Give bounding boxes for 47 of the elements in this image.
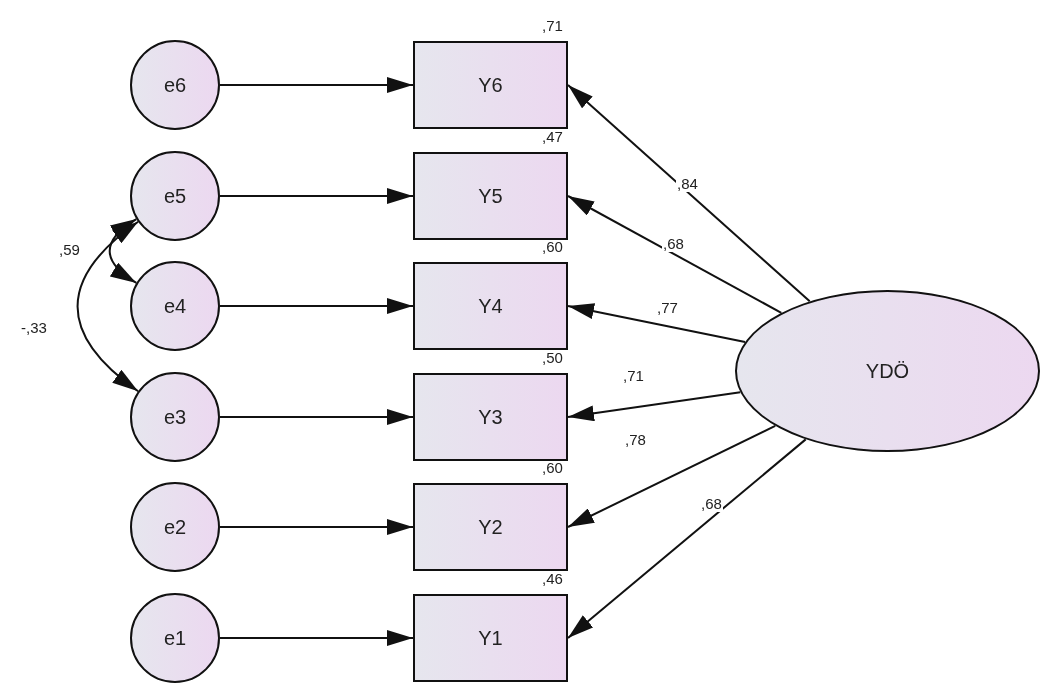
path-arrow [219,409,414,425]
variable-name: Y5 [478,184,503,208]
variable-name: e5 [163,184,187,208]
variable-name: e6 [163,73,187,97]
observed-variable-box [413,152,568,240]
edge-label: ,78 [624,432,647,448]
path-arrow [567,303,747,344]
path-arrow [567,438,807,639]
variable-name: YDÖ [865,359,910,383]
r-squared-value: ,60 [542,459,563,476]
covariance-arrow [76,220,140,393]
edge-label: ,71 [622,368,645,384]
variable-name: Y3 [478,405,503,429]
path-arrow [567,391,742,422]
edge-label: ,68 [700,496,723,512]
r-squared-value: ,71 [542,17,563,34]
variable-name: Y1 [478,626,503,650]
observed-variable-box [413,373,568,461]
variable-name: e4 [163,294,187,318]
edge-label: ,84 [676,176,699,192]
observed-variable-box [413,41,568,129]
path-arrow [567,195,783,314]
edge-label: ,77 [656,300,679,316]
path-arrow [219,298,414,314]
variable-name: e1 [163,626,187,650]
path-arrow [219,77,414,93]
r-squared-value: ,60 [542,238,563,255]
variable-name: e2 [163,515,187,539]
edge-label: ,59 [58,242,81,258]
variable-name: Y2 [478,515,503,539]
observed-variable-box [413,483,568,571]
r-squared-value: ,47 [542,128,563,145]
variable-name: Y4 [478,294,503,318]
path-arrow [567,84,811,303]
path-arrow [219,519,414,535]
r-squared-value: ,46 [542,570,563,587]
variable-name: e3 [163,405,187,429]
path-arrow [219,630,414,646]
observed-variable-box [413,262,568,350]
edge-label: ,68 [662,236,685,252]
path-arrow [567,424,777,528]
observed-variable-box [413,594,568,682]
variable-name: Y6 [478,73,503,97]
covariance-arrow [108,218,138,284]
r-squared-value: ,50 [542,349,563,366]
edge-label: -,33 [20,320,48,336]
path-arrow [219,188,414,204]
